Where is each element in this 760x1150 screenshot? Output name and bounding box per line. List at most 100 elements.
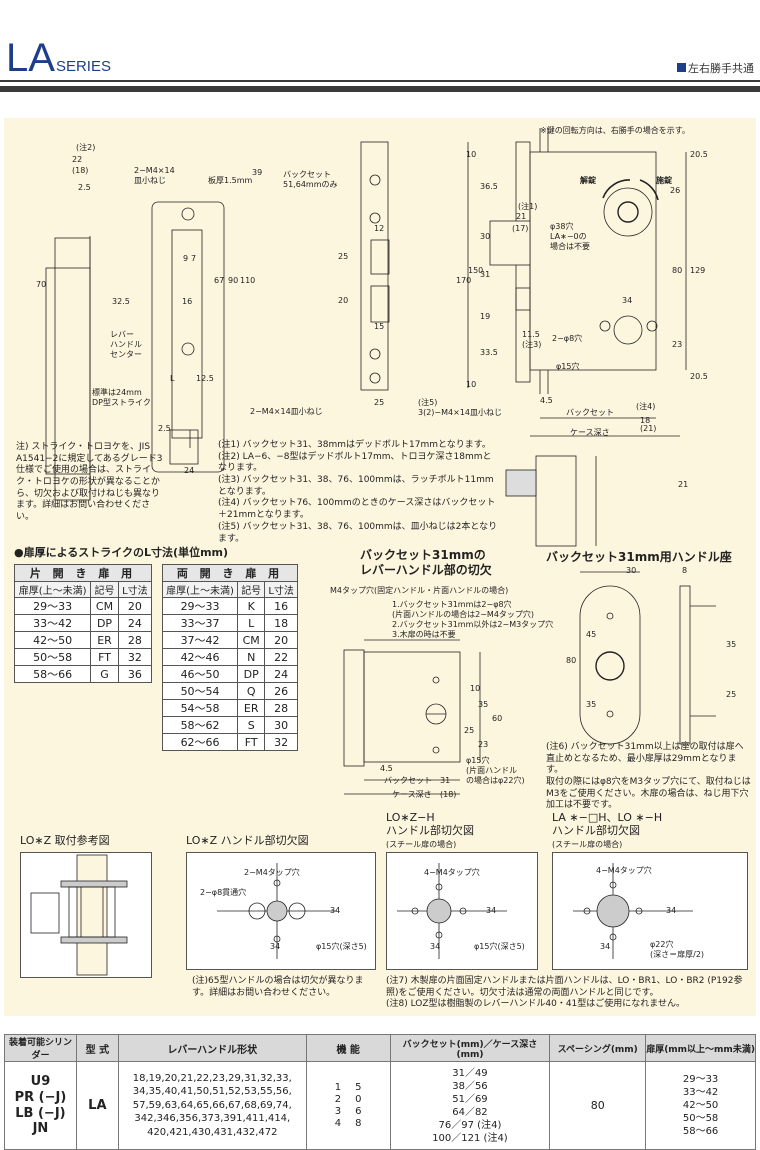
dim-right-17: 11.5 xyxy=(522,330,540,339)
dim-mid-3: 90 xyxy=(228,276,239,285)
table-cell: 22 xyxy=(264,648,298,666)
note-4: (注4) バックセット76、100mmのときのケース深さはバックセット＋21mm… xyxy=(218,498,496,521)
cylinder-hole xyxy=(603,187,653,237)
table-cell: 62〜66 xyxy=(161,733,239,751)
hole15-label: φ15穴 xyxy=(556,362,580,371)
table-cell: 33〜37 xyxy=(161,614,239,632)
table-cell: 32 xyxy=(264,733,298,751)
func-b-3: 8 xyxy=(355,1117,362,1129)
spec-header-row: 装着可能シリンダー 型 式 レバーハンドル形状 機 能 バックセット(mm)／ケ… xyxy=(4,1034,756,1062)
spec-backsets: 31／49 38／56 51／69 64／82 76／97 (注4) 100／1… xyxy=(389,1061,551,1150)
strike-box xyxy=(169,429,199,465)
lever-line-2: 57,59,63,64,65,66,67,68,69,74, xyxy=(132,1099,292,1111)
dim-right-6: 19 xyxy=(480,312,491,321)
cylinder-hole-label: φ38穴 LA∗−0の 場合は不要 xyxy=(550,222,590,251)
dim-left-1: 22 xyxy=(72,155,83,164)
dim-mid-2: 67 xyxy=(214,276,225,285)
cutout1-label-4: φ15穴(深さ5) xyxy=(316,942,367,951)
note1-ref: (注1) xyxy=(518,202,538,211)
notes-list: (注1) バックセット31、38mmはデッドボルト17mmとなります。 (注2)… xyxy=(218,440,498,545)
note5-screw-label: (注5) 3(2)−M4×14皿小ねじ xyxy=(418,398,502,417)
dim-left-4: 70 xyxy=(36,280,47,289)
table-cell: 58〜66 xyxy=(13,665,92,683)
bs31-list: 1.バックセット31mmは2−φ8穴 (片面ハンドルの場合は2−M4タップ穴) … xyxy=(392,600,554,639)
dim-left-2: (18) xyxy=(72,166,89,175)
handle-rose-hole xyxy=(595,651,625,681)
lever-hole xyxy=(613,315,643,345)
screw-label: 2−M4×14 皿小ねじ xyxy=(134,166,175,185)
cyl-0: U9 xyxy=(30,1074,51,1090)
func-b-1: 0 xyxy=(355,1093,362,1105)
table-cell: DP xyxy=(90,614,119,632)
dim-right-5: 31 xyxy=(480,270,491,279)
strike-table-header: L寸法 xyxy=(264,581,298,598)
cutout-title-3: LA ∗−□H、LO ∗−H ハンドル部切欠図 xyxy=(552,811,663,837)
cutout3-label-2: 34 xyxy=(600,942,611,951)
cutout2-label-0: 4−M4タップ穴 xyxy=(424,868,480,877)
front-plate xyxy=(360,141,389,391)
handle-dim-1: 8 xyxy=(682,566,688,575)
cutout3-label-1: 34 xyxy=(666,906,677,915)
func-a-0: 1 xyxy=(334,1081,342,1093)
dim-right-13: 80 xyxy=(672,266,683,275)
strike-table-header: 記号 xyxy=(237,581,266,598)
backset-3: 64／82 xyxy=(452,1106,488,1118)
table-cell: 33〜42 xyxy=(13,614,92,632)
dim-right-19: 4.5 xyxy=(540,396,553,405)
note6: (注6) バックセット31mm以上は座の取付は扉へ直止めとなるため、最小扉厚は2… xyxy=(546,742,751,811)
case-depth-label: ケース深さ xyxy=(570,428,610,437)
table-cell: Q xyxy=(237,682,266,700)
dim-right-11: 21 xyxy=(516,212,527,221)
lever-line-0: 18,19,20,21,22,23,29,31,32,33, xyxy=(132,1072,292,1084)
bs31-dim-7: (18) xyxy=(440,790,457,799)
cutout-title-2: LO∗Z−H ハンドル部切欠図 xyxy=(386,811,474,837)
bs31-dim-2: 60 xyxy=(492,714,503,723)
cutout2-label-2: 34 xyxy=(430,942,441,951)
thick-4: 58〜66 xyxy=(682,1126,719,1137)
strike-front-view xyxy=(151,201,225,473)
spec-levers: 18,19,20,21,22,23,29,31,32,33, 34,35,40,… xyxy=(117,1061,307,1150)
cutout-sub-2: (スチール扉の場合) xyxy=(386,840,457,849)
dim-right-14: 129 xyxy=(690,266,706,275)
table-cell: 37〜42 xyxy=(161,631,239,649)
strike-table-header: 扉厚(上〜未満) xyxy=(13,581,92,598)
note-2: (注2) LA−6、−8型はデッドボルト17mm、トロヨケ深さ18mmとなります… xyxy=(218,451,492,474)
cyl-3: JN xyxy=(32,1121,49,1137)
cutout3-label-3: φ22穴 (深さ＝扉厚/2) xyxy=(650,940,705,959)
dim-right-12: (17) xyxy=(512,224,529,233)
note-5: (注5) バックセット31、38、76、100mmは、皿小ねじは2本となります。 xyxy=(218,521,498,544)
cutout-box-3 xyxy=(552,852,748,970)
dim-mid-5: 16 xyxy=(182,297,193,306)
strike-table-title: 両 開 き 扉 用 xyxy=(162,564,298,582)
handle-rose-drawing xyxy=(579,571,716,745)
unlock-arrow-icon xyxy=(602,179,631,199)
thick-0: 29〜33 xyxy=(682,1074,719,1085)
lever-line-4: 420,421,430,431,432,472 xyxy=(147,1126,278,1138)
bs31-case-label: ケース深さ xyxy=(392,790,432,799)
dim-right-10: 26 xyxy=(670,186,681,195)
dim-right-9: 20.5 xyxy=(690,150,708,159)
table-cell: 42〜46 xyxy=(161,648,239,666)
bs31-tap-note: M4タップ穴(固定ハンドル・片面ハンドルの場合) xyxy=(330,586,509,595)
lock-arrow-icon xyxy=(639,179,659,201)
cut-notes-right: (注7) 木製扉の片面固定ハンドルまたは片面ハンドルは、LO・BR1、LO・BR… xyxy=(386,976,752,1011)
top-note: ※鍵の回転方向は、右勝手の場合を示す。 xyxy=(540,126,690,135)
dim-right-4: 150 xyxy=(468,266,484,275)
dim-mid-0: 9 xyxy=(183,254,189,263)
table-cell: 20 xyxy=(264,631,298,649)
hole8-label: 2−φ8穴 xyxy=(552,334,583,343)
cut-note-left: (注)65型ハンドルの場合は切欠が異なります。詳細はお問い合わせください。 xyxy=(192,976,364,998)
bs31-dim-6: 31 xyxy=(440,776,451,785)
note-7: (注7) 木製扉の片面固定ハンドルまたは片面ハンドルは、LO・BR1、LO・BR… xyxy=(386,976,743,998)
backset-5: 100／121 (注4) xyxy=(432,1132,508,1144)
dim-mid-1: 7 xyxy=(191,254,197,263)
dim-mid-11: 25 xyxy=(374,398,385,407)
dim-left-0: (注2) xyxy=(76,143,96,152)
spec-h-backset: バックセット(mm)／ケース深さ(mm) xyxy=(389,1034,551,1062)
table-cell: 50〜58 xyxy=(13,648,92,666)
bs31-case xyxy=(363,651,461,763)
